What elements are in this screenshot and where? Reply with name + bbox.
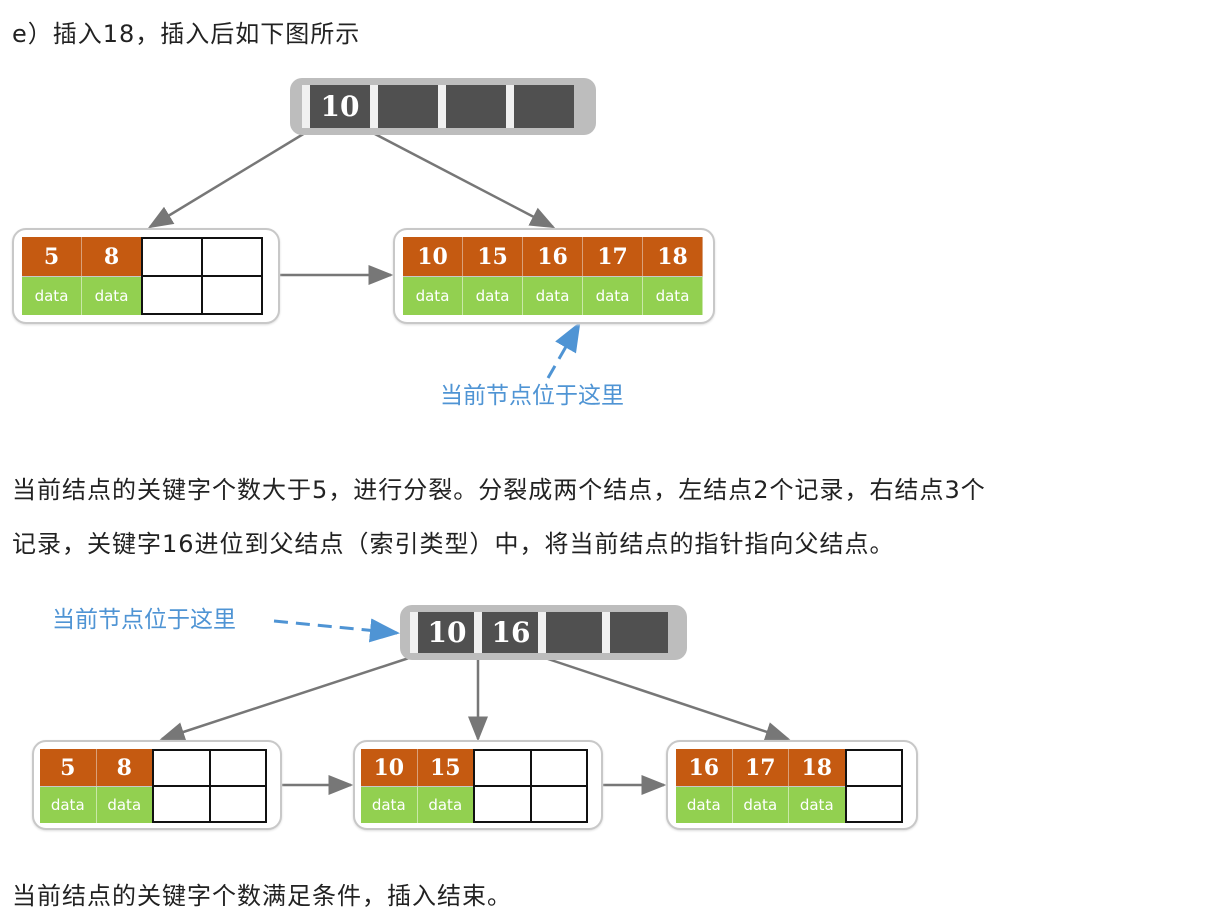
empty-data-slot bbox=[201, 275, 263, 315]
leaf-key-cell: 15 bbox=[417, 749, 474, 786]
conclusion-text: 当前结点的关键字个数满足条件，插入结束。 bbox=[12, 882, 512, 910]
leaf-key-cell: 5 bbox=[22, 237, 82, 276]
empty-data-slot bbox=[141, 275, 203, 315]
empty-key-slot bbox=[152, 749, 211, 787]
leaf-key-cell: 10 bbox=[361, 749, 418, 786]
leaf-key-cell: 17 bbox=[732, 749, 789, 786]
edge bbox=[159, 655, 413, 742]
empty-key-slot bbox=[529, 749, 588, 787]
empty-data-slot bbox=[844, 785, 903, 823]
root-key-cell bbox=[602, 612, 668, 653]
root-key-cell: 10 bbox=[302, 85, 370, 128]
root-key-cell bbox=[370, 85, 438, 128]
leaf-key-cell: 17 bbox=[583, 237, 643, 276]
empty-data-slot bbox=[529, 785, 588, 823]
root-key-cell bbox=[438, 85, 506, 128]
annotation-arrow bbox=[273, 618, 400, 643]
root-key-cell: 10 bbox=[410, 612, 476, 653]
empty-key-slot bbox=[141, 237, 203, 277]
leaf-data-cell: data bbox=[676, 786, 733, 823]
current-node-annotation: 当前节点位于这里 bbox=[440, 383, 624, 409]
empty-key-slot bbox=[201, 237, 263, 277]
leaf-data-cell: data bbox=[40, 786, 97, 823]
leaf-data-cell: data bbox=[96, 786, 153, 823]
leaf-key-cell: 15 bbox=[463, 237, 523, 276]
step-heading: e）插入18，插入后如下图所示 bbox=[12, 20, 361, 48]
paragraph-line: 记录，关键字16进位到父结点（索引类型）中，将当前结点的指针指向父结点。 bbox=[12, 530, 895, 558]
edge bbox=[372, 131, 556, 229]
leaf-key-cell: 18 bbox=[789, 749, 846, 786]
leaf-data-cell: data bbox=[523, 276, 583, 315]
empty-key-slot bbox=[208, 749, 267, 787]
leaf-key-cell: 16 bbox=[523, 237, 583, 276]
empty-data-slot bbox=[152, 785, 211, 823]
leaf-key-cell: 8 bbox=[96, 749, 153, 786]
edge bbox=[541, 655, 791, 742]
leaf-data-cell: data bbox=[732, 786, 789, 823]
leaf-data-cell: data bbox=[22, 276, 82, 315]
edge bbox=[147, 131, 306, 229]
leaf-data-cell: data bbox=[82, 276, 142, 315]
paragraph-line: 当前结点的关键字个数大于5，进行分裂。分裂成两个结点，左结点2个记录，右结点3个 bbox=[12, 476, 986, 504]
empty-key-slot bbox=[473, 749, 532, 787]
leaf-data-cell: data bbox=[643, 276, 703, 315]
leaf-key-cell: 16 bbox=[676, 749, 733, 786]
leaf-data-cell: data bbox=[361, 786, 418, 823]
leaf-key-cell: 8 bbox=[82, 237, 142, 276]
empty-key-slot bbox=[844, 749, 903, 787]
root-key-cell: 16 bbox=[474, 612, 540, 653]
leaf-key-cell: 18 bbox=[643, 237, 703, 276]
leaf-key-cell: 5 bbox=[40, 749, 97, 786]
leaf-data-cell: data bbox=[417, 786, 474, 823]
leaf-key-cell: 10 bbox=[403, 237, 463, 276]
leaf-data-cell: data bbox=[583, 276, 643, 315]
current-node-annotation: 当前节点位于这里 bbox=[52, 607, 236, 633]
root-key-cell bbox=[506, 85, 574, 128]
leaf-data-cell: data bbox=[789, 786, 846, 823]
empty-data-slot bbox=[473, 785, 532, 823]
empty-data-slot bbox=[208, 785, 267, 823]
leaf-data-cell: data bbox=[463, 276, 523, 315]
leaf-data-cell: data bbox=[403, 276, 463, 315]
root-key-cell bbox=[538, 612, 604, 653]
annotation-arrow bbox=[546, 321, 581, 379]
